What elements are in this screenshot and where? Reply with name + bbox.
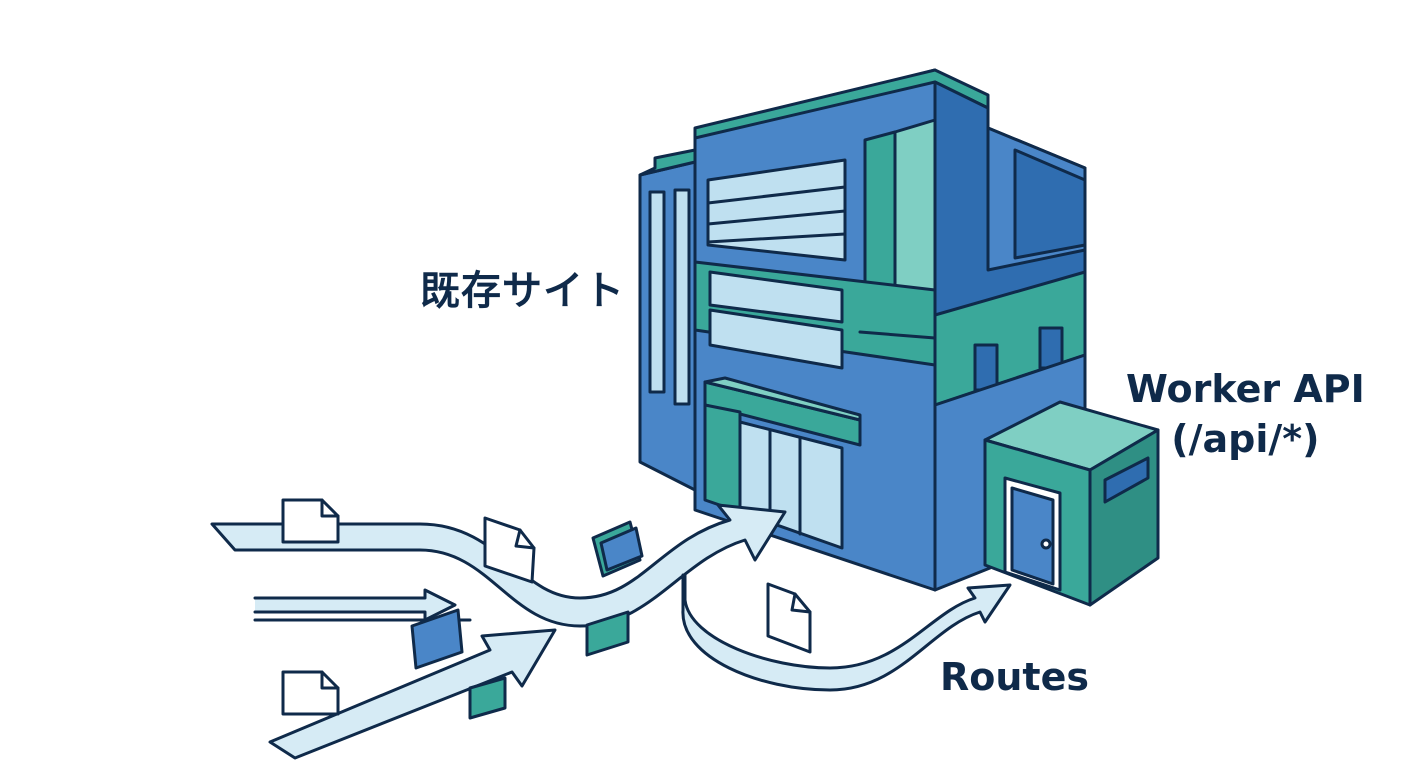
worker-api-annex bbox=[983, 400, 1160, 607]
packet-icon bbox=[585, 610, 630, 657]
document-icon bbox=[766, 582, 812, 654]
data-packets bbox=[410, 520, 644, 720]
existing-site-label: 既存サイト bbox=[420, 268, 625, 314]
document-icon bbox=[281, 670, 340, 716]
document-icon bbox=[281, 498, 340, 544]
document-icon bbox=[483, 516, 536, 584]
worker-api-title: Worker API bbox=[1126, 367, 1365, 411]
worker-api-label: Worker API (/api/*) bbox=[1126, 364, 1365, 464]
packet-icon bbox=[468, 676, 507, 720]
document-icons bbox=[281, 498, 812, 716]
packet-icon bbox=[410, 608, 464, 670]
routes-label: Routes bbox=[940, 655, 1089, 699]
worker-api-path: (/api/*) bbox=[1171, 417, 1320, 461]
